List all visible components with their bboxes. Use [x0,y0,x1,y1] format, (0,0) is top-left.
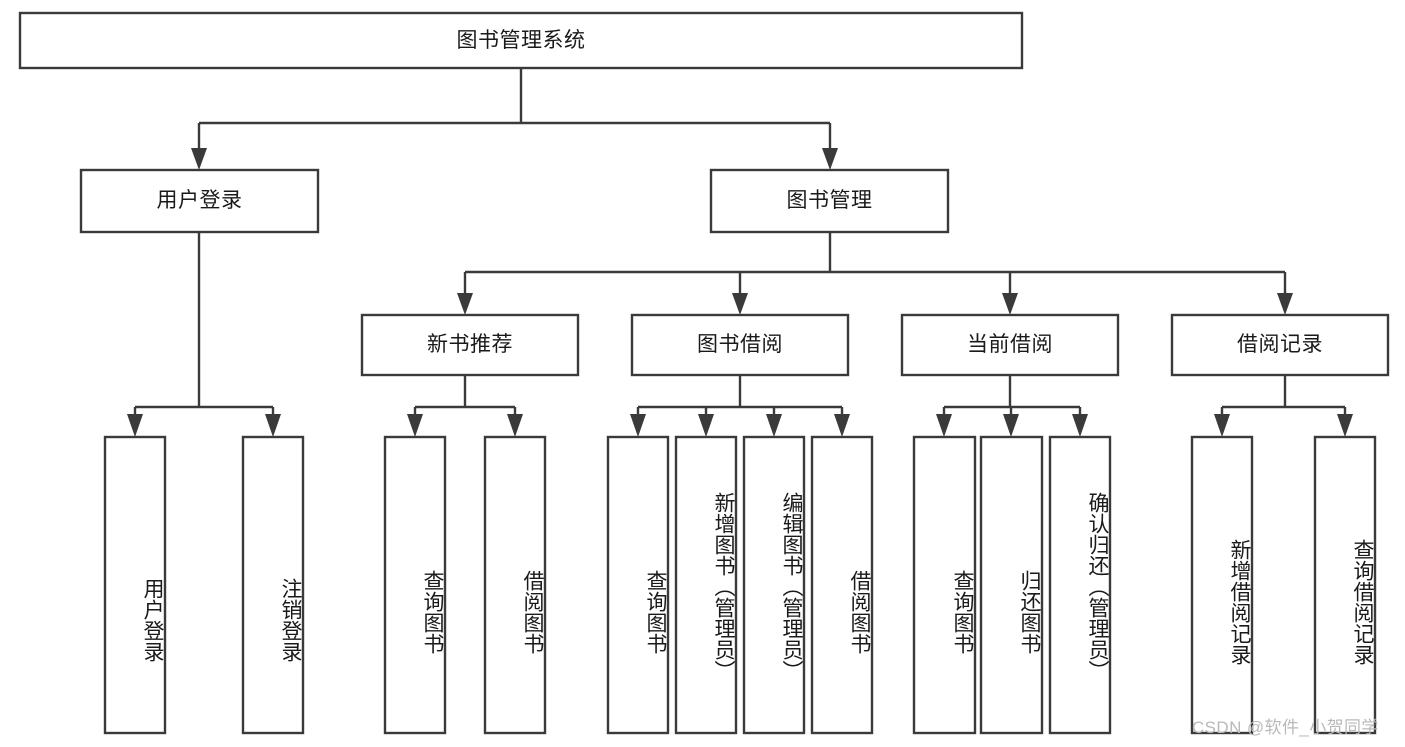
arrowhead-br-query [1337,414,1353,437]
node-box-leaf-nbr-borrow[interactable] [483,435,547,735]
arrowhead-bb-borrow [834,414,850,437]
node-box-leaf-cb-confirm[interactable] [1048,435,1112,735]
node-box-root[interactable] [18,11,1024,70]
connector-group-root [191,68,838,170]
watermark-text: CSDN @软件_小贺同学 [1192,718,1379,737]
node-box-leaf-cb-query[interactable] [912,435,977,735]
arrowhead-bb-query [630,414,646,437]
node-box-leaf-br-add[interactable] [1190,435,1254,735]
arrowhead-cb-return [1003,414,1019,437]
node-box-leaf-logout[interactable] [241,435,305,735]
arrowhead-book-mgmt [822,148,838,170]
arrowhead-leaf-user-login [127,414,143,437]
arrowhead-br-add [1214,414,1230,437]
node-box-leaf-br-query[interactable] [1313,435,1377,735]
node-box-book-borrow[interactable] [630,313,850,377]
arrowhead-book-borrow [732,293,748,315]
arrowhead-current-borrow [1002,293,1018,315]
arrowhead-user-login [191,148,207,170]
arrowhead-borrow-record [1277,293,1293,315]
node-box-leaf-nbr-query[interactable] [383,435,447,735]
arrowhead-bb-edit [766,414,782,437]
node-box-leaf-bb-borrow[interactable] [810,435,874,735]
arrowhead-nbr-query [407,414,423,437]
connector-group-current-borrow [936,375,1088,437]
arrowhead-cb-confirm [1072,414,1088,437]
connector-group-book-borrow [630,375,850,437]
arrowhead-cb-query [936,414,952,437]
node-box-book-mgmt[interactable] [709,168,950,234]
connector-group-book-mgmt [457,232,1293,315]
node-box-leaf-user-login[interactable] [103,435,167,735]
node-box-current-borrow[interactable] [900,313,1120,377]
node-box-user-login[interactable] [79,168,320,234]
arrowhead-bb-add [698,414,714,437]
node-box-leaf-cb-return[interactable] [979,435,1044,735]
arrowhead-leaf-logout [265,414,281,437]
connector-group-new-book-rec [407,375,523,437]
node-box-leaf-bb-edit[interactable] [742,435,806,735]
connector-group-user-login [127,232,281,437]
node-box-leaf-bb-add[interactable] [674,435,738,735]
node-box-new-book-rec[interactable] [360,313,580,377]
arrowhead-nbr-borrow [507,414,523,437]
node-box-borrow-record[interactable] [1170,313,1390,377]
connector-group-borrow-record [1214,375,1353,437]
node-box-leaf-bb-query[interactable] [606,435,670,735]
arrowhead-new-book-rec [457,293,473,315]
